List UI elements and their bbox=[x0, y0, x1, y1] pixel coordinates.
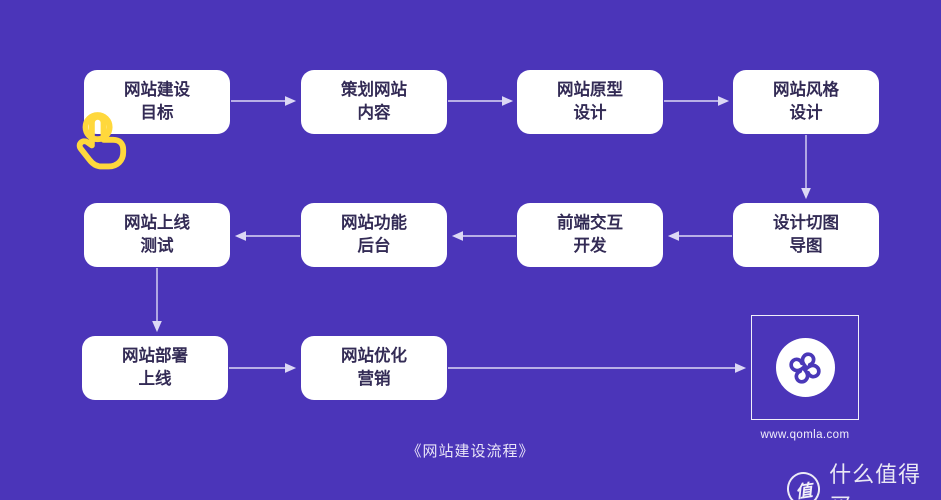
flow-node-testing[interactable]: 网站上线 测试 bbox=[84, 203, 230, 267]
node-label-line: 网站建设 bbox=[124, 81, 190, 99]
flow-node-marketing[interactable]: 网站优化 营销 bbox=[301, 336, 447, 400]
node-label-line: 设计 bbox=[789, 104, 823, 122]
tap-hand-icon bbox=[76, 112, 127, 170]
logo-circle bbox=[775, 338, 835, 397]
node-label-line: 开发 bbox=[573, 237, 607, 255]
flow-node-slicing[interactable]: 设计切图 导图 bbox=[733, 203, 879, 267]
diagram-caption: 《网站建设流程》 bbox=[406, 443, 535, 460]
flow-node-frontend[interactable]: 前端交互 开发 bbox=[517, 203, 663, 267]
flow-node-goal[interactable]: 网站建设 目标 bbox=[84, 70, 230, 134]
logo-site-url: www.qomla.com bbox=[760, 429, 850, 441]
value-badge-icon: 值 bbox=[784, 469, 823, 500]
node-label-line: 前端交互 bbox=[557, 214, 623, 232]
flow-node-style[interactable]: 网站风格 设计 bbox=[733, 70, 879, 134]
flow-node-prototype[interactable]: 网站原型 设计 bbox=[517, 70, 663, 134]
flow-node-deploy[interactable]: 网站部署 上线 bbox=[82, 336, 228, 400]
qomla-clover-icon bbox=[789, 351, 821, 384]
node-label-line: 后台 bbox=[357, 237, 391, 255]
logo-frame bbox=[751, 315, 859, 420]
node-label-line: 网站优化 bbox=[341, 347, 407, 365]
node-label-line: 网站部署 bbox=[122, 347, 188, 365]
node-label-line: 网站风格 bbox=[773, 81, 839, 99]
watermark-brand-text: 什么值得买 bbox=[829, 462, 922, 500]
node-label-line: 测试 bbox=[140, 237, 174, 255]
node-label-line: 上线 bbox=[138, 370, 172, 388]
flow-node-plan[interactable]: 策划网站 内容 bbox=[301, 70, 447, 134]
node-label-line: 目标 bbox=[140, 104, 174, 122]
node-label-line: 营销 bbox=[357, 370, 391, 388]
node-label-line: 策划网站 bbox=[341, 81, 407, 99]
flow-node-backend[interactable]: 网站功能 后台 bbox=[301, 203, 447, 267]
node-label-line: 网站上线 bbox=[124, 214, 190, 232]
watermark: 值 什么值得买 bbox=[784, 457, 941, 500]
node-label-line: 网站功能 bbox=[341, 214, 407, 232]
node-label-line: 网站原型 bbox=[557, 81, 623, 99]
node-label-line: 内容 bbox=[357, 104, 391, 122]
node-label-line: 导图 bbox=[789, 237, 823, 255]
node-label-line: 设计切图 bbox=[773, 214, 839, 232]
node-label-line: 设计 bbox=[573, 104, 607, 122]
